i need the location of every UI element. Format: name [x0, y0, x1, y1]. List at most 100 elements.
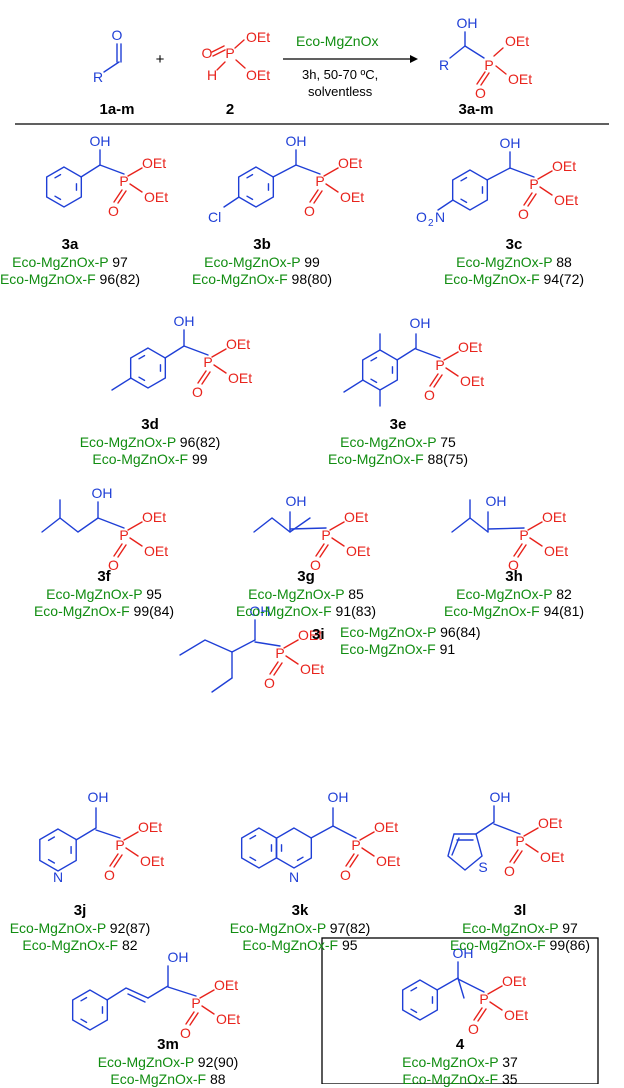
3l-bond-p-o-2: [513, 850, 523, 864]
3a-atom-p: P: [119, 173, 128, 189]
3h-atom-o: O: [508, 557, 519, 573]
3b-bond-p-oet2: [325, 183, 339, 193]
3i-chain-upper: [179, 639, 233, 656]
3l-bond-p-oet2: [525, 843, 539, 853]
3j-ring-double: [47, 858, 56, 864]
catalyst-name: Eco-MgZnOx-F: [191, 271, 288, 287]
bonds-black: [15, 55, 609, 1084]
3f-chain: [41, 517, 99, 533]
3b-atom-p: P: [315, 173, 324, 189]
3a-bond-p-oet2: [129, 183, 143, 193]
yield-value: 88(75): [423, 451, 469, 467]
3f-atom-oh: OH: [92, 485, 113, 501]
4-ring-double: [410, 1008, 418, 1014]
aldehyde-r-bond: [103, 61, 120, 73]
phosphite-atom-h: H: [207, 67, 217, 83]
compound-id: 3e: [389, 416, 407, 433]
yield-row: Eco-MgZnOx-P 85: [196, 586, 416, 603]
yield-row: Eco-MgZnOx-P 75: [288, 434, 508, 451]
3e-bond-p-oet1: [443, 351, 459, 361]
compound-id: 3k: [291, 902, 309, 919]
yield-row: Eco-MgZnOx-F 99(84): [0, 603, 214, 620]
product-p-oet2: [495, 65, 507, 75]
3h-bond-c-p: [487, 527, 525, 530]
product-atom-o: O: [475, 85, 486, 101]
3c-bond-c-p: [509, 167, 535, 178]
3j-atom-n: N: [53, 869, 63, 885]
3k-atom-oet1: OEt: [374, 819, 398, 835]
3h-bond-p-oet2: [529, 537, 543, 547]
3k-atom-o: O: [340, 867, 351, 883]
3c-atom-oet2: OEt: [554, 192, 578, 208]
3k-bond-p-oet2: [361, 847, 375, 857]
3k-bond-p-o: [345, 853, 355, 867]
3g-atom-o: O: [310, 557, 321, 573]
3e-atom-p: P: [435, 357, 444, 373]
3k-ring-c: [310, 825, 334, 839]
yield-value: 91: [435, 641, 456, 657]
3m-ring-double: [80, 996, 88, 1002]
product-p-o-2: [480, 72, 490, 86]
3a-bond-c-p: [99, 164, 125, 175]
catalyst-name: Eco-MgZnOx-F: [92, 451, 189, 467]
3i-atom-p: P: [275, 645, 284, 661]
yield-row: Eco-MgZnOx-F 99(86): [410, 937, 624, 954]
3d-bond-p-o: [197, 370, 207, 384]
3j-bond-p-o-2: [113, 854, 123, 868]
3f-atom-oet1: OEt: [142, 509, 166, 525]
3g-atom-oet1: OEt: [344, 509, 368, 525]
3j-atom-oh: OH: [88, 789, 109, 805]
catalyst-name: Eco-MgZnOx-F: [242, 937, 339, 953]
3j-ring-c: [75, 827, 97, 841]
yield-row: Eco-MgZnOx-P 97: [0, 254, 180, 271]
yield-value: 94(72): [539, 271, 585, 287]
yield-value: 96(84): [436, 624, 481, 640]
yield-row: Eco-MgZnOx-P 97(82): [190, 920, 410, 937]
3c-atom-o2-sub: 2: [428, 218, 434, 229]
catalyst-name: Eco-MgZnOx-F: [443, 603, 540, 619]
phosphite-po-2: [212, 49, 226, 57]
phosphite-p-oet1: [234, 39, 245, 49]
catalyst-name: Eco-MgZnOx-P: [46, 586, 143, 602]
3e-atom-o: O: [424, 387, 435, 403]
3k-atom-oh: OH: [328, 789, 349, 805]
aldehyde-atom-o: O: [112, 27, 123, 43]
catalyst-name: Eco-MgZnOx-F: [0, 271, 96, 287]
4-bond-c-p: [457, 978, 485, 993]
3e-ring-double: [370, 378, 378, 384]
yield-value: 75: [436, 434, 456, 450]
3m-ring-double: [80, 1018, 88, 1024]
3d-atom-oh: OH: [174, 313, 195, 329]
3j-bond-p-o: [109, 853, 119, 867]
3d-atom-o: O: [192, 384, 203, 400]
3f-bond-p-oet2: [129, 537, 143, 547]
yield-value: 99(84): [129, 603, 175, 619]
3i-bond-p-oet2: [285, 655, 299, 665]
yield-row: Eco-MgZnOx-F 91: [340, 641, 481, 658]
3b-bond-c-p: [295, 164, 321, 175]
3f-bond-p-oet1: [127, 521, 143, 531]
catalyst-name: Eco-MgZnOx-P: [456, 254, 553, 270]
3h-atom-oet2: OEt: [544, 543, 568, 559]
compound-id: 3l: [513, 902, 527, 919]
3d-bond-c-p: [183, 345, 209, 356]
product-atom-r: R: [439, 57, 449, 73]
phosphite-atom-p: P: [225, 45, 234, 61]
3f-atom-o: O: [108, 557, 119, 573]
3c-atom-o: O: [518, 206, 529, 222]
3a-bond-p-o: [113, 189, 123, 203]
3b-ring-double: [246, 173, 254, 179]
3j-atom-oet2: OEt: [140, 853, 164, 869]
compound-id: 3d: [141, 416, 159, 433]
yield-value: 99: [188, 451, 208, 467]
product-c-r: [449, 45, 466, 59]
